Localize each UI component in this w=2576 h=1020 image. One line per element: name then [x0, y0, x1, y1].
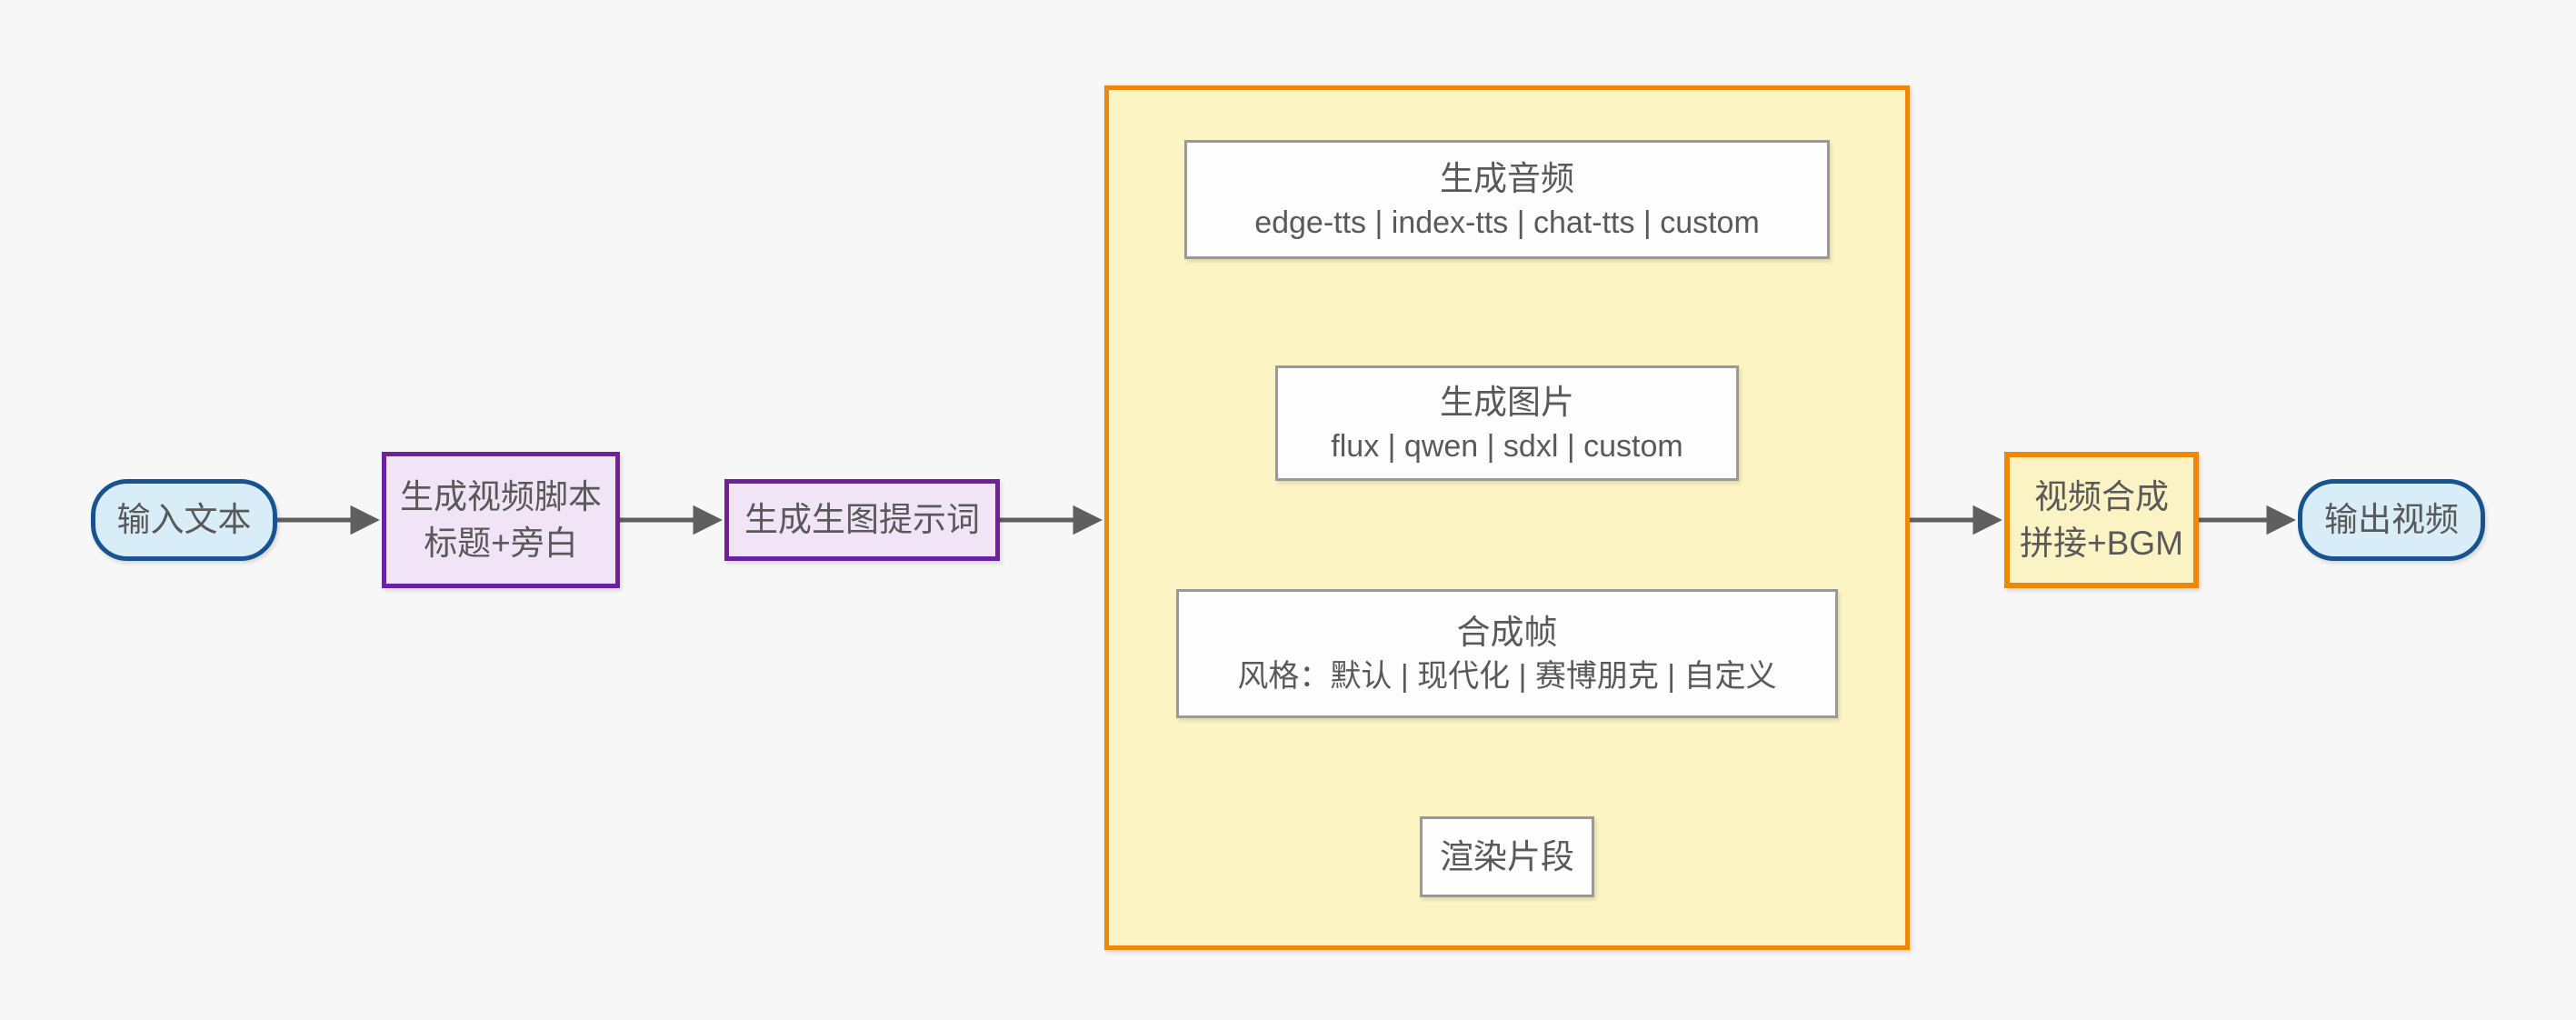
node-label: 输出视频 — [2324, 501, 2459, 539]
node-subtitle: 拼接+BGM — [2020, 525, 2183, 562]
node-subtitle: flux | qwen | sdxl | custom — [1331, 428, 1683, 464]
node-subtitle: 标题+旁白 — [424, 525, 578, 562]
node-title: 合成帧 — [1456, 614, 1558, 652]
node-generate-image: 生成图片 flux | qwen | sdxl | custom — [1275, 365, 1739, 481]
node-render-clip: 渲染片段 — [1420, 816, 1594, 897]
node-title: 生成视频脚本 — [400, 477, 602, 515]
node-generate-video-script: 生成视频脚本 标题+旁白 — [382, 452, 620, 588]
node-title: 生成图片 — [1440, 383, 1574, 421]
node-generate-audio: 生成音频 edge-tts | index-tts | chat-tts | c… — [1184, 140, 1830, 259]
node-compose-frame: 合成帧 风格：默认 | 现代化 | 赛博朋克 | 自定义 — [1176, 589, 1838, 718]
node-output-video: 输出视频 — [2298, 479, 2485, 561]
node-label: 输入文本 — [116, 501, 252, 539]
node-label: 渲染片段 — [1440, 837, 1574, 875]
node-subtitle: 风格：默认 | 现代化 | 赛博朋克 | 自定义 — [1237, 659, 1777, 695]
node-label: 生成生图提示词 — [744, 501, 980, 539]
node-input-text: 输入文本 — [91, 479, 277, 561]
node-subtitle: edge-tts | index-tts | chat-tts | custom — [1254, 205, 1760, 240]
node-video-compose: 视频合成 拼接+BGM — [2004, 452, 2199, 588]
node-title: 生成音频 — [1440, 159, 1574, 197]
node-generate-image-prompt: 生成生图提示词 — [724, 479, 1000, 561]
node-title: 视频合成 — [2034, 477, 2169, 515]
